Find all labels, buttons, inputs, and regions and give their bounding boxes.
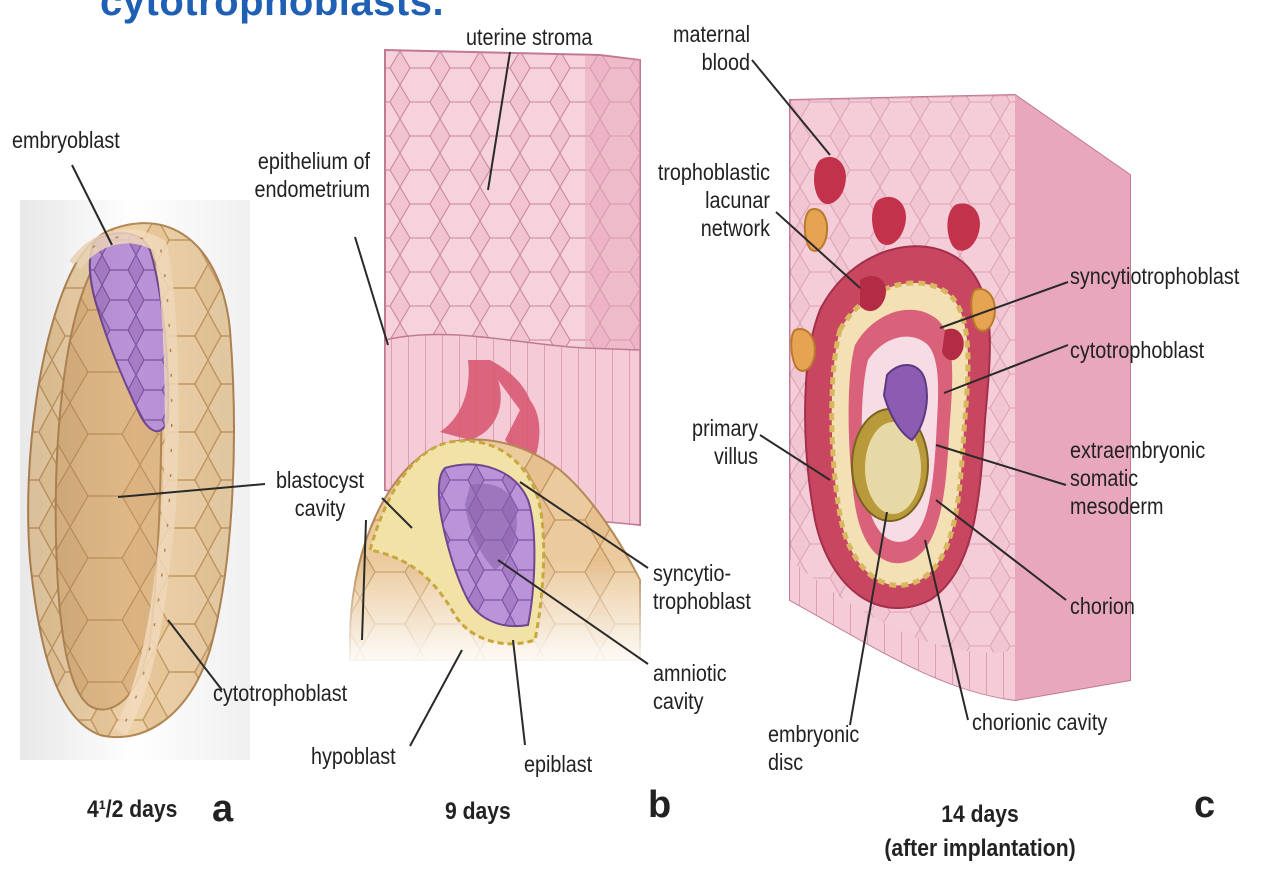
label-syncytiotrophoblast-c: syncytiotrophoblast — [1070, 262, 1239, 290]
label-uterine-stroma: uterine stroma — [466, 23, 592, 51]
label-hypoblast: hypoblast — [311, 742, 396, 770]
label-amniotic-cavity: amniotic cavity — [653, 659, 727, 715]
label-cytotrophoblast-a: cytotrophoblast — [213, 679, 347, 707]
label-cytotrophoblast-c: cytotrophoblast — [1070, 336, 1204, 364]
label-syncytiotrophoblast-b: syncytio- trophoblast — [653, 559, 751, 615]
label-chorion: chorion — [1070, 592, 1135, 620]
label-embryonic-disc: embryonic disc — [768, 720, 859, 776]
caption-time-a: 4¹/2 days — [87, 796, 177, 824]
panel-letter-b: b — [648, 784, 671, 827]
label-blastocyst-cavity: blastocyst cavity — [264, 466, 376, 522]
panel-letter-a: a — [212, 788, 233, 831]
label-primary-villus: primary villus — [663, 414, 758, 470]
page-heading: cytotrophoblasts. — [100, 0, 444, 25]
label-trophoblastic-lacunar-network: trophoblastic lacunar network — [641, 158, 770, 242]
panel-letter-c: c — [1194, 784, 1215, 827]
label-chorionic-cavity: chorionic cavity — [972, 708, 1107, 736]
label-extraembryonic-somatic-mesoderm: extraembryonic somatic mesoderm — [1070, 436, 1205, 520]
label-maternal-blood: maternal blood — [655, 20, 750, 76]
label-epiblast: epiblast — [524, 750, 592, 778]
caption-time-b: 9 days — [445, 798, 511, 826]
caption-time-c: 14 days (after implantation) — [874, 798, 1085, 866]
label-embryoblast: embryoblast — [12, 126, 120, 154]
blastocyst-illustration — [20, 200, 250, 760]
label-epithelium-endometrium: epithelium of endometrium — [250, 147, 370, 203]
